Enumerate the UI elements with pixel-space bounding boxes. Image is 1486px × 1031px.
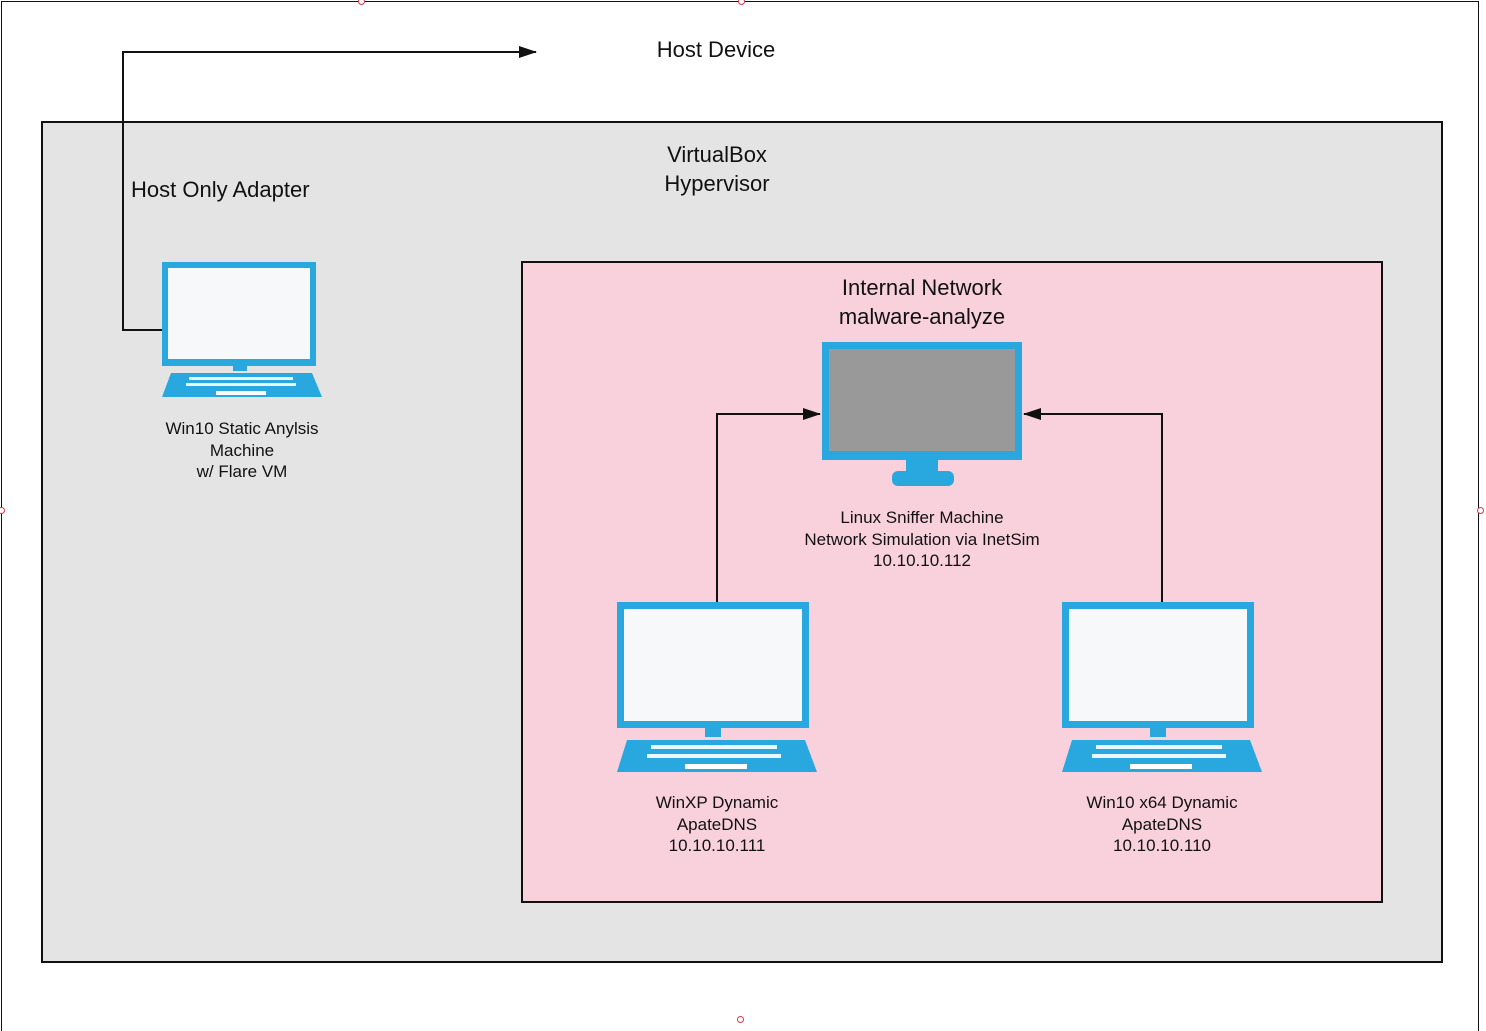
host-device-title: Host Device	[656, 37, 776, 62]
selection-handle[interactable]	[738, 0, 745, 5]
selection-handle[interactable]	[737, 1016, 744, 1023]
static-machine-laptop-icon	[162, 262, 322, 397]
winxp-to-sniffer-connector	[716, 408, 821, 603]
selection-handle[interactable]	[0, 507, 5, 514]
selection-handle[interactable]	[358, 0, 365, 5]
winxp-machine-laptop-icon	[617, 602, 817, 772]
win10x64-machine-laptop-icon	[1062, 602, 1262, 772]
win10x64-to-sniffer-connector	[1023, 408, 1163, 603]
win10x64-machine-label: Win10 x64 Dynamic ApateDNS 10.10.10.110	[1086, 793, 1238, 855]
host-only-adapter-connector	[122, 46, 537, 331]
hypervisor-title: VirtualBox Hypervisor	[664, 142, 770, 196]
sniffer-machine-label: Linux Sniffer Machine Network Simulation…	[804, 508, 1040, 570]
internal-network-title: Internal Network malware-analyze	[838, 275, 1006, 329]
winxp-machine-label: WinXP Dynamic ApateDNS 10.10.10.111	[655, 793, 779, 855]
static-machine-label: Win10 Static Anylsis Machine w/ Flare VM	[165, 419, 319, 481]
sniffer-machine-desktop-monitor-icon	[822, 342, 1022, 486]
host-only-adapter-label: Host Only Adapter	[131, 177, 310, 202]
selection-handle[interactable]	[1477, 507, 1484, 514]
